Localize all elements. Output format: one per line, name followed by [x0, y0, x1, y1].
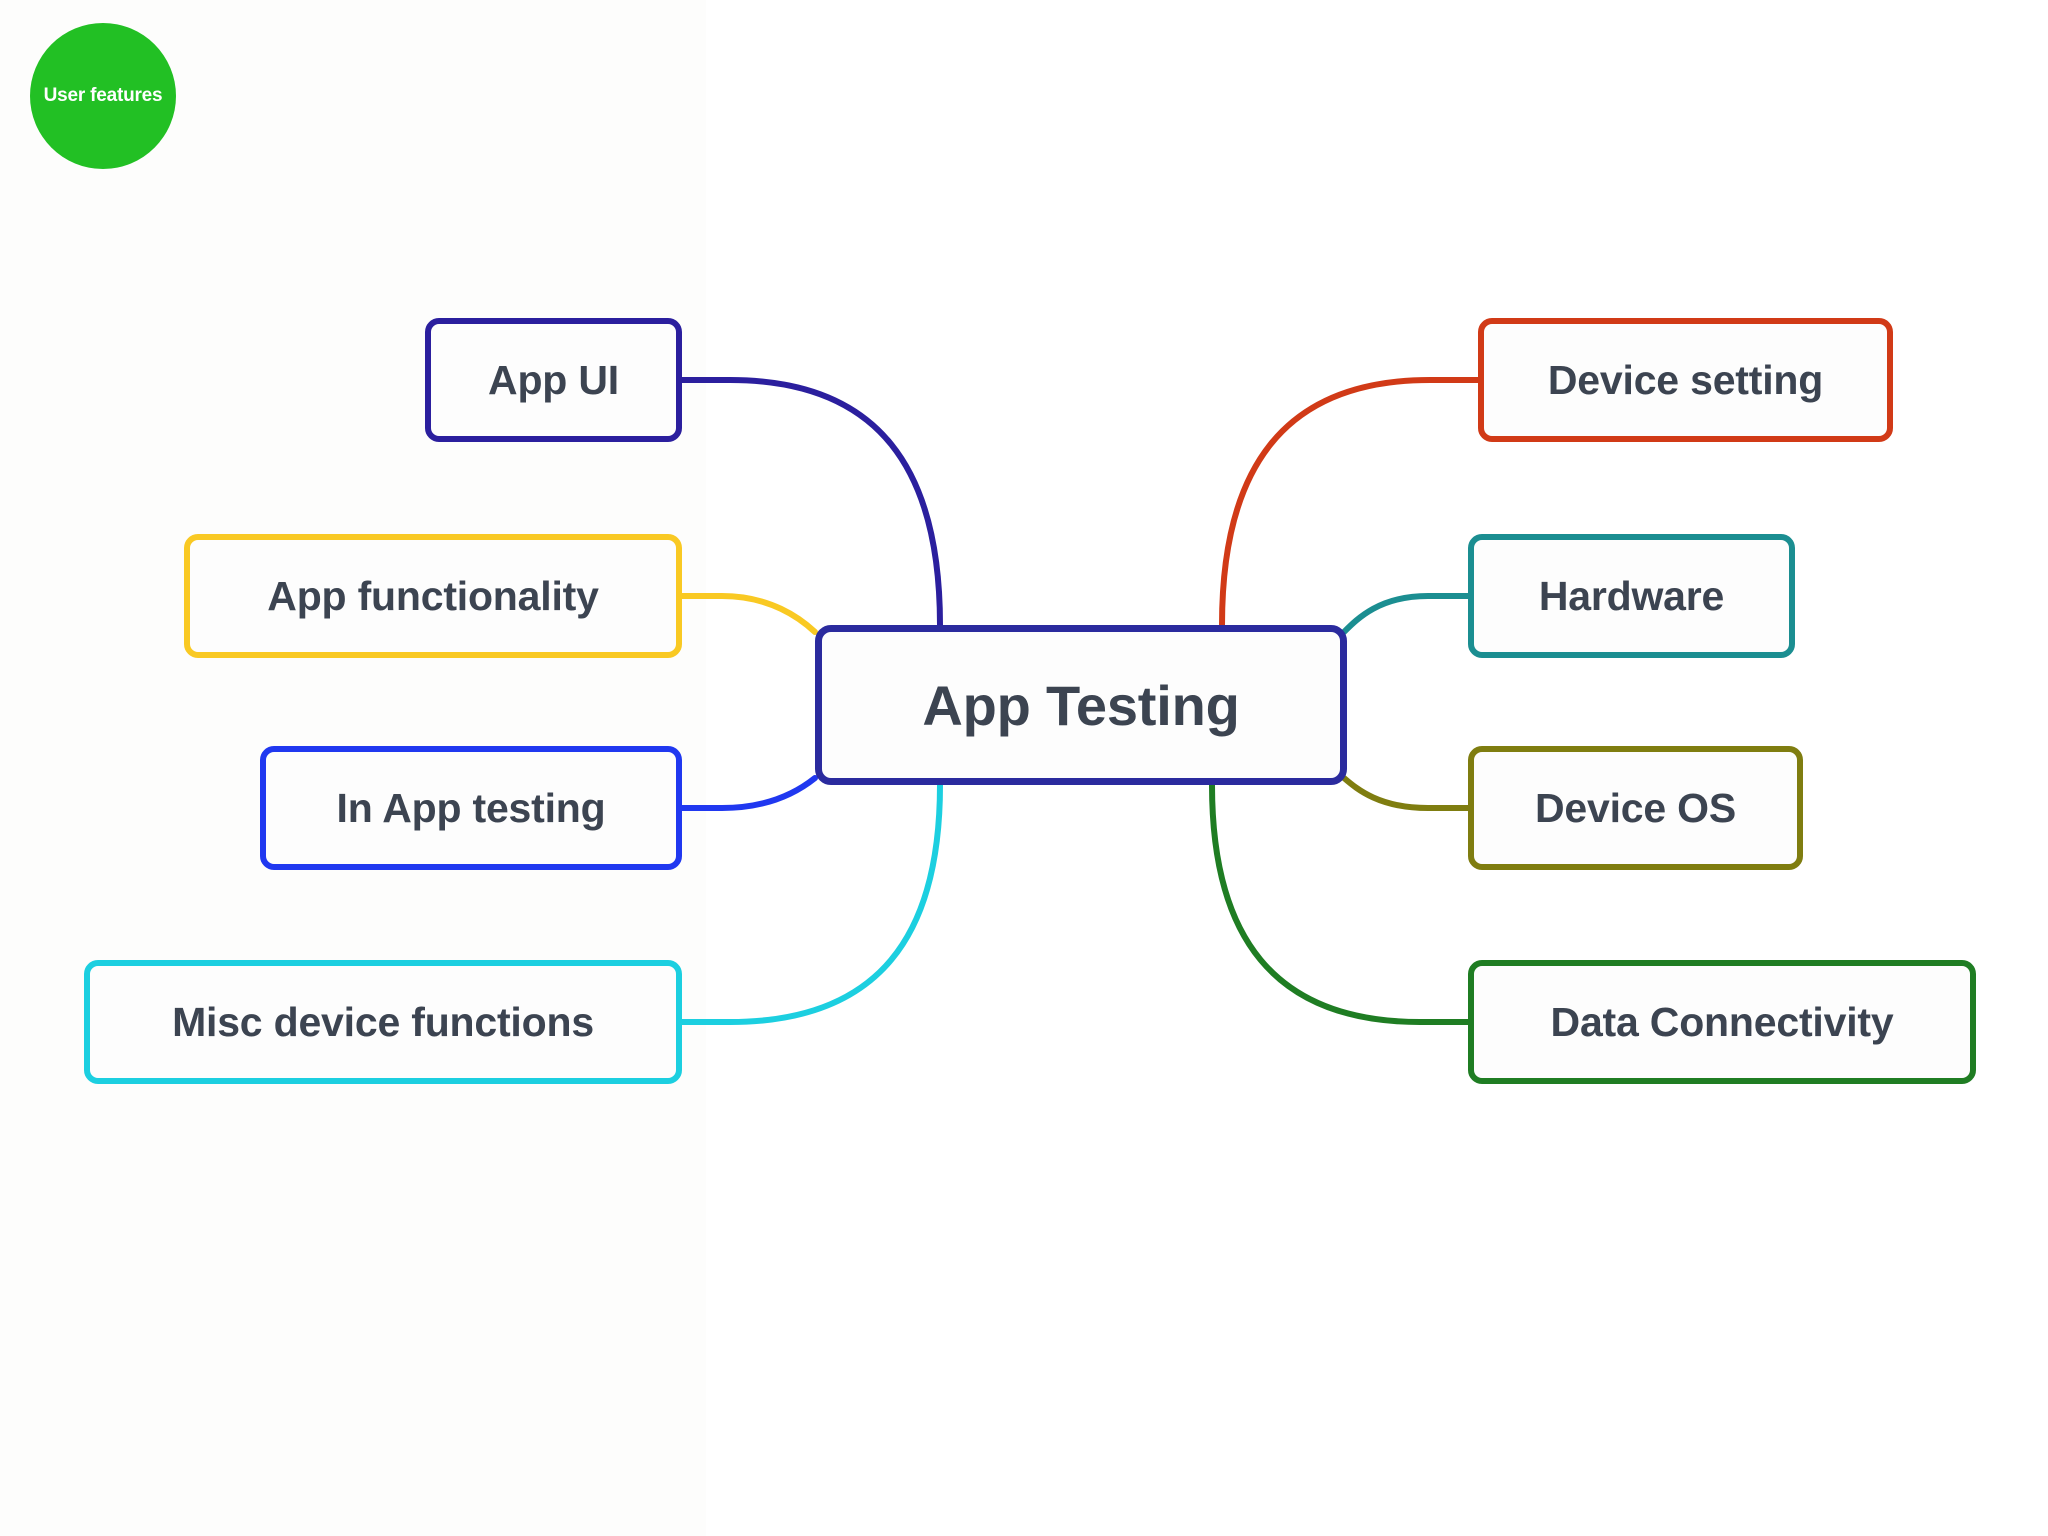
branch-node-misc-device-functions[interactable]: Misc device functions — [84, 960, 682, 1084]
edge-misc-device-functions[interactable] — [679, 773, 943, 1025]
edge-app-ui[interactable] — [679, 377, 943, 637]
central-node[interactable]: App Testing — [815, 625, 1347, 785]
branch-node-label: Data Connectivity — [1550, 998, 1894, 1045]
edge-hardware[interactable] — [1341, 593, 1471, 635]
edge-app-functionality[interactable] — [679, 593, 818, 635]
branch-node-label: Device OS — [1534, 784, 1737, 831]
edge-device-os[interactable] — [1341, 775, 1471, 811]
edge-device-setting[interactable] — [1219, 377, 1481, 637]
branch-node-label: Misc device functions — [172, 998, 594, 1045]
edge-data-connectivity[interactable] — [1209, 773, 1471, 1025]
branch-node-label: Device setting — [1547, 356, 1824, 403]
branch-node-label: Hardware — [1538, 572, 1725, 619]
user-features-sticker[interactable]: User features — [30, 23, 176, 169]
branch-node-data-connectivity[interactable]: Data Connectivity — [1468, 960, 1976, 1084]
branch-node-label: App UI — [488, 356, 619, 403]
central-node-label: App Testing — [922, 673, 1240, 737]
branch-node-hardware[interactable]: Hardware — [1468, 534, 1795, 658]
branch-node-device-os[interactable]: Device OS — [1468, 746, 1803, 870]
branch-node-in-app-testing[interactable]: In App testing — [260, 746, 682, 870]
user-features-sticker-label: User features — [43, 85, 163, 106]
branch-node-app-ui[interactable]: App UI — [425, 318, 682, 442]
branch-node-label: App functionality — [267, 572, 599, 619]
edge-in-app-testing[interactable] — [679, 775, 818, 811]
branch-node-label: In App testing — [336, 784, 606, 831]
branch-node-device-setting[interactable]: Device setting — [1478, 318, 1893, 442]
branch-node-app-functionality[interactable]: App functionality — [184, 534, 682, 658]
